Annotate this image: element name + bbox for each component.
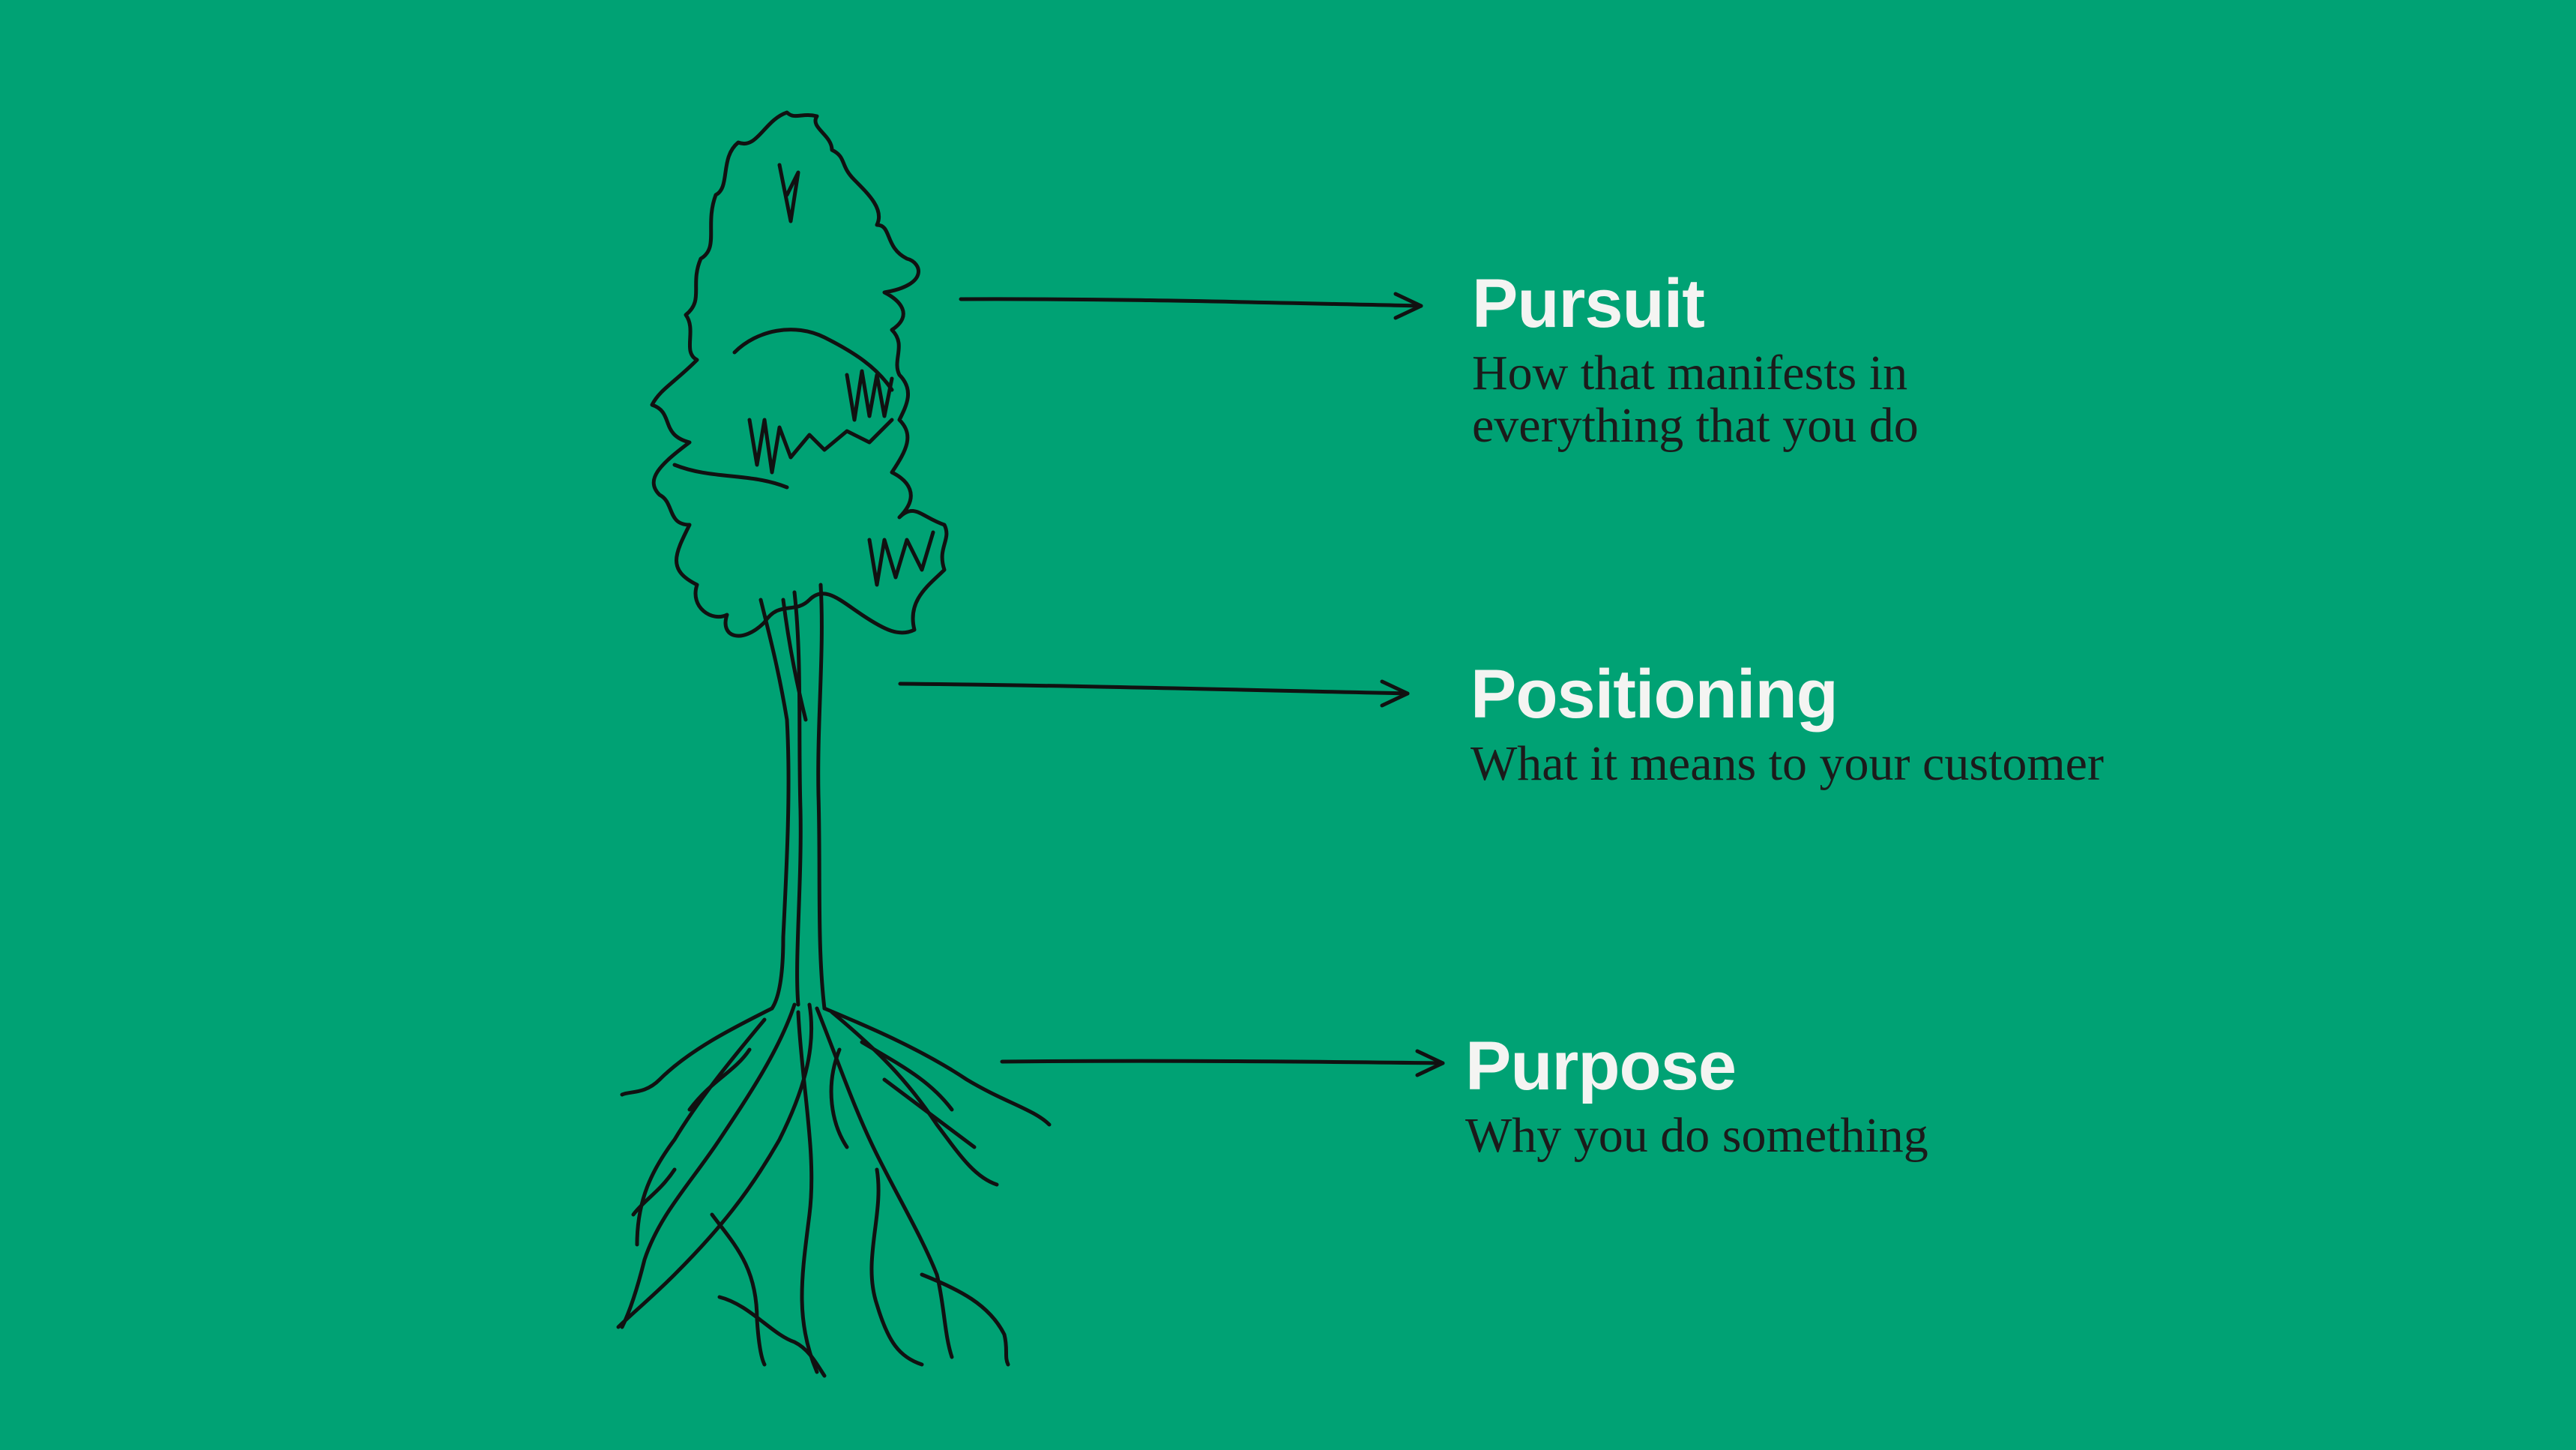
- level-description: How that manifests in everything that yo…: [1472, 346, 1919, 453]
- tree-crown: [650, 110, 949, 638]
- level-purpose: Purpose Why you do something: [1465, 1029, 1928, 1162]
- level-description: What it means to your customer: [1471, 736, 2104, 791]
- level-title: Positioning: [1471, 656, 1839, 732]
- level-title: Pursuit: [1472, 265, 1705, 342]
- arrow-pursuit: [959, 292, 1423, 320]
- arrow-purpose: [1000, 1049, 1445, 1077]
- level-title: Purpose: [1465, 1028, 1737, 1104]
- arrow-positioning: [898, 679, 1410, 708]
- tree-trunk: [758, 583, 827, 1011]
- tree-roots: [616, 1002, 1052, 1378]
- level-description: Why you do something: [1465, 1108, 1928, 1163]
- level-positioning: Positioning What it means to your custom…: [1471, 657, 2104, 790]
- level-pursuit: Pursuit How that manifests in everything…: [1472, 266, 2012, 452]
